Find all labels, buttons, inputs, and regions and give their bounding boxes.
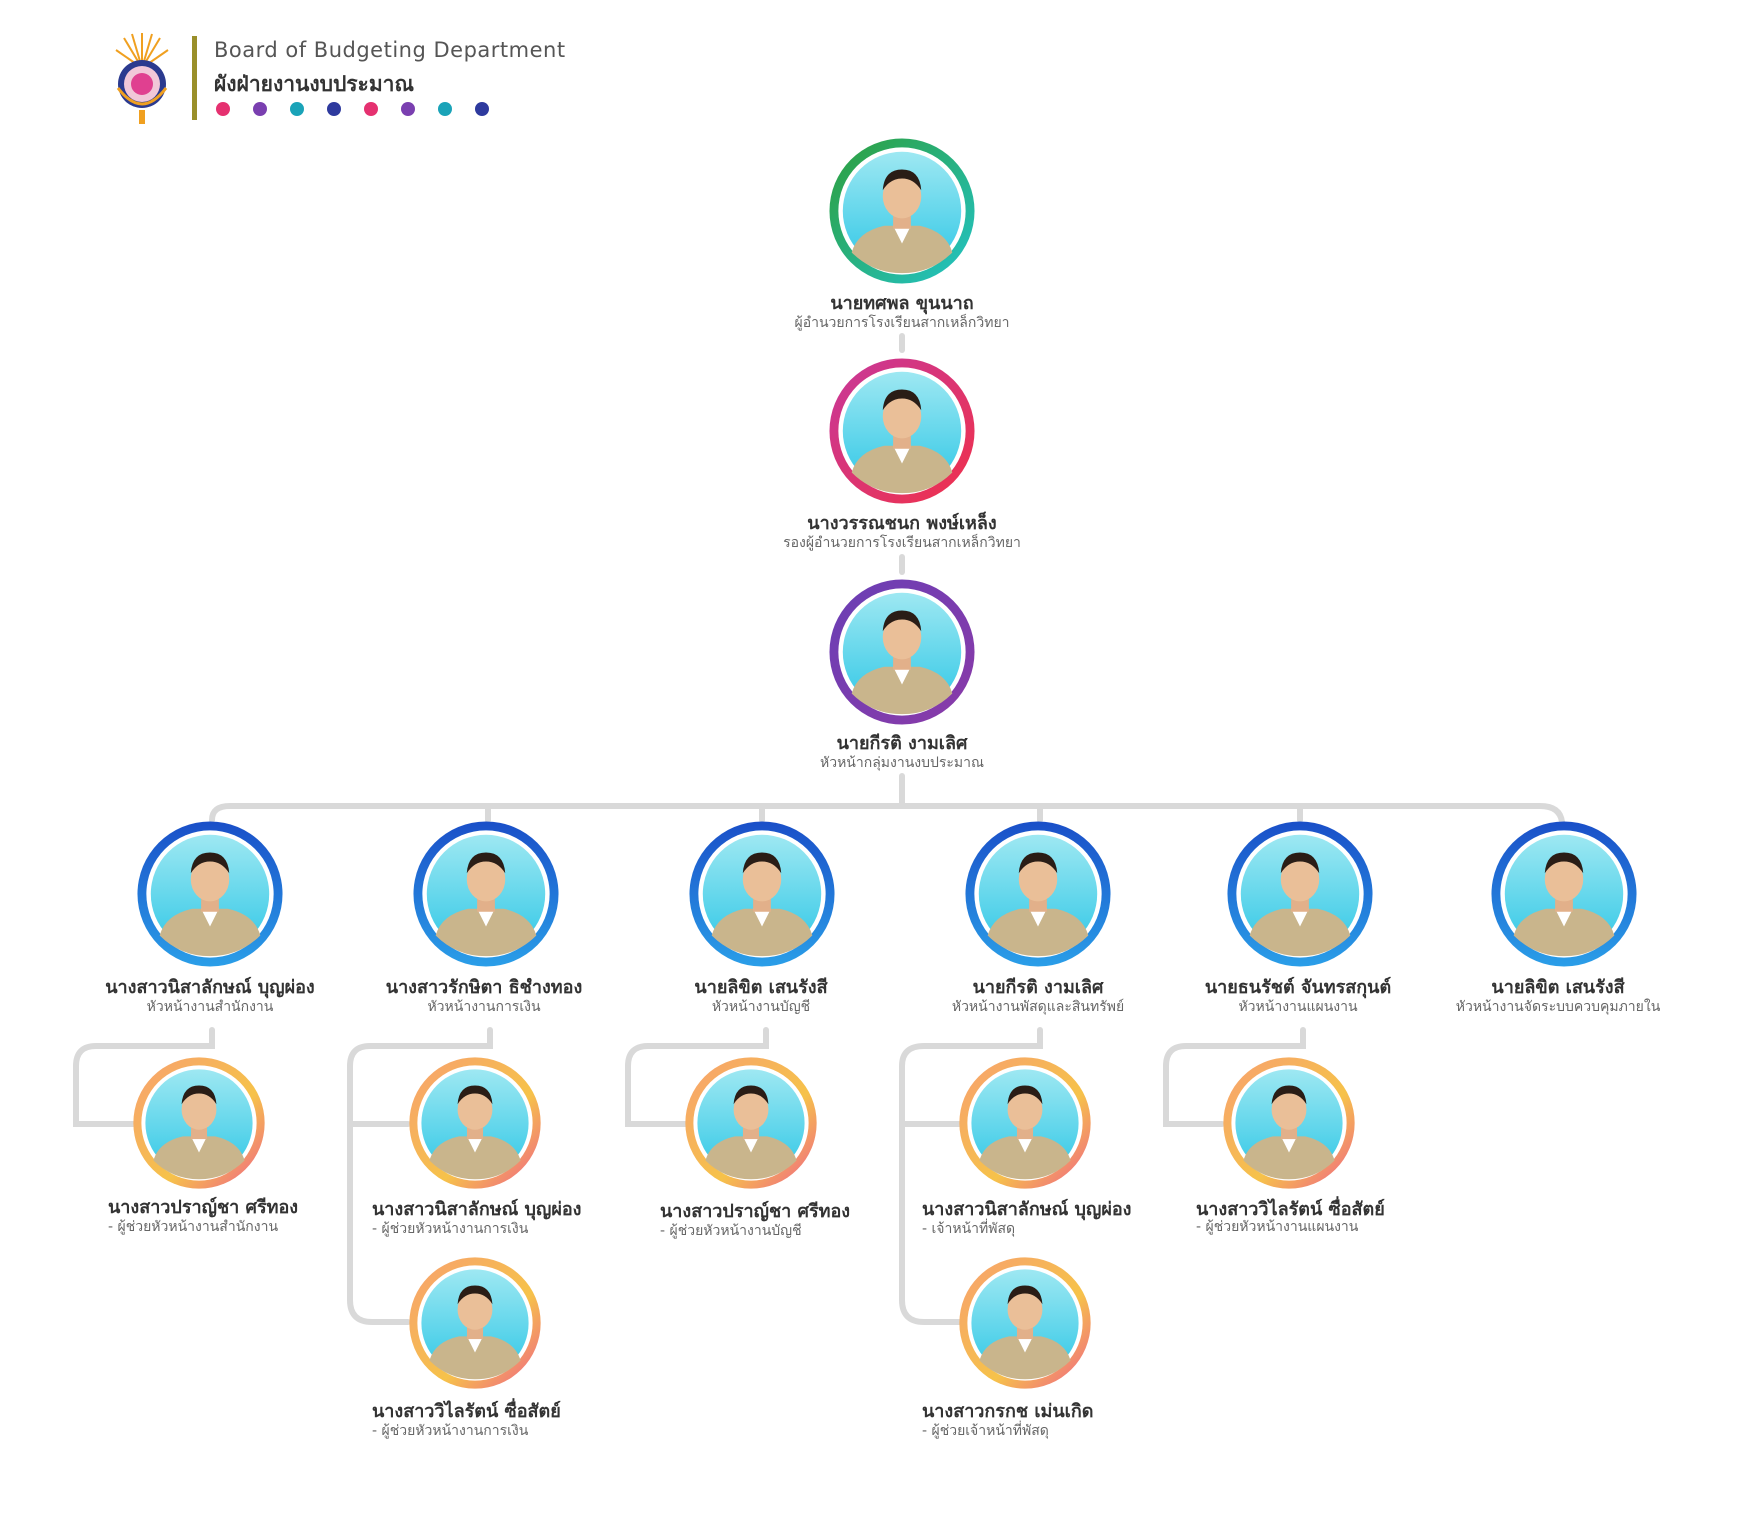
header-dot <box>253 102 267 116</box>
header-divider <box>192 36 197 120</box>
header-dot <box>401 102 415 116</box>
person-name: นางสาวกรกช เม่นเกิด <box>922 1401 1094 1422</box>
person-photo-icon <box>137 821 283 967</box>
person-role: - ผู้ช่วยหัวหน้างานสำนักงาน <box>108 1219 279 1235</box>
person-photo-icon <box>959 1057 1091 1189</box>
person-name: นางสาววิไลรัตน์ ซื่อสัตย์ <box>1196 1199 1385 1220</box>
person-photo-icon <box>829 358 975 504</box>
person-role: - ผู้ช่วยหัวหน้างานบัญชี <box>660 1223 802 1239</box>
person-name: นายลิขิต เสนรังสี <box>1491 977 1625 998</box>
person-photo-icon <box>829 138 975 284</box>
person-name: นายธนรัชต์ จันทรสกุนต์ <box>1204 977 1392 998</box>
header-dot <box>216 102 230 116</box>
person-name: นายกีรติ งามเลิศ <box>836 733 968 754</box>
avatar <box>408 1256 542 1390</box>
person-role: - เจ้าหน้าที่พัสดุ <box>922 1221 1016 1237</box>
header-dot <box>290 102 304 116</box>
person-role: หัวหน้างานสำนักงาน <box>146 999 274 1015</box>
person-name: นางสาวรักษิตา ธิชำงทอง <box>385 977 583 998</box>
person-name: นางสาวนิสาลักษณ์ บุญผ่อง <box>922 1199 1132 1220</box>
person-role: - ผู้ช่วยหัวหน้างานการเงิน <box>372 1423 529 1439</box>
avatar <box>688 820 836 968</box>
header-title: Board of Budgeting Department <box>214 38 566 62</box>
person-name: นางสาวปราญ์ชา ศรีทอง <box>108 1197 299 1218</box>
avatar <box>1490 820 1638 968</box>
person-photo-icon <box>409 1257 541 1389</box>
person-role: - ผู้ช่วยหัวหน้างานการเงิน <box>372 1221 529 1237</box>
person-photo-icon <box>685 1057 817 1189</box>
avatar <box>412 820 560 968</box>
person-name: นายกีรติ งามเลิศ <box>972 977 1104 998</box>
avatar <box>408 1056 542 1190</box>
header-dots <box>216 102 489 116</box>
avatar <box>136 820 284 968</box>
header-dot <box>438 102 452 116</box>
person-photo-icon <box>959 1257 1091 1389</box>
person-name: นางวรรณชนก พงษ์เหล็ง <box>807 513 997 534</box>
person-photo-icon <box>1227 821 1373 967</box>
person-role: หัวหน้างานการเงิน <box>427 999 541 1015</box>
avatar <box>828 137 976 285</box>
person-photo-icon <box>829 579 975 725</box>
person-photo-icon <box>689 821 835 967</box>
person-role: - ผู้ช่วยหัวหน้างานแผนงาน <box>1196 1219 1359 1235</box>
person-role: ผู้อำนวยการโรงเรียนสากเหล็กวิทยา <box>794 315 1010 331</box>
person-role: หัวหน้างานบัญชี <box>711 999 811 1015</box>
person-photo-icon <box>133 1057 265 1189</box>
person-name: นายลิขิต เสนรังสี <box>694 977 828 998</box>
avatar <box>964 820 1112 968</box>
avatar <box>828 357 976 505</box>
avatar <box>684 1056 818 1190</box>
person-role: หัวหน้างานพัสดุและสินทรัพย์ <box>951 999 1125 1015</box>
person-photo-icon <box>1491 821 1637 967</box>
header-subtitle: ผังฝ่ายงานงบประมาณ <box>214 72 414 96</box>
person-role: หัวหน้างานจัดระบบควบคุมภายใน <box>1455 999 1661 1015</box>
person-photo-icon <box>409 1057 541 1189</box>
person-role: - ผู้ช่วยเจ้าหน้าที่พัสดุ <box>922 1423 1049 1439</box>
avatar <box>958 1056 1092 1190</box>
avatar <box>132 1056 266 1190</box>
person-role: หัวหน้ากลุ่มงานงบประมาณ <box>819 755 985 771</box>
school-logo-icon <box>115 33 169 124</box>
avatar <box>1222 1056 1356 1190</box>
avatar <box>958 1256 1092 1390</box>
person-role: หัวหน้างานแผนงาน <box>1238 999 1358 1015</box>
person-photo-icon <box>413 821 559 967</box>
person-name: นางสาววิไลรัตน์ ซื่อสัตย์ <box>372 1401 561 1422</box>
avatar <box>1226 820 1374 968</box>
person-name: นางสาวนิสาลักษณ์ บุญผ่อง <box>372 1199 582 1220</box>
avatar <box>828 578 976 726</box>
header-dot <box>364 102 378 116</box>
person-name: นางสาวปราญ์ชา ศรีทอง <box>660 1201 851 1222</box>
person-name: นางสาวนิสาลักษณ์ บุญผ่อง <box>105 977 315 998</box>
header-dot <box>327 102 341 116</box>
person-photo-icon <box>965 821 1111 967</box>
header-dot <box>475 102 489 116</box>
person-name: นายทศพล ขุนนาถ <box>830 293 974 314</box>
person-photo-icon <box>1223 1057 1355 1189</box>
person-role: รองผู้อำนวยการโรงเรียนสากเหล็กวิทยา <box>783 535 1021 551</box>
